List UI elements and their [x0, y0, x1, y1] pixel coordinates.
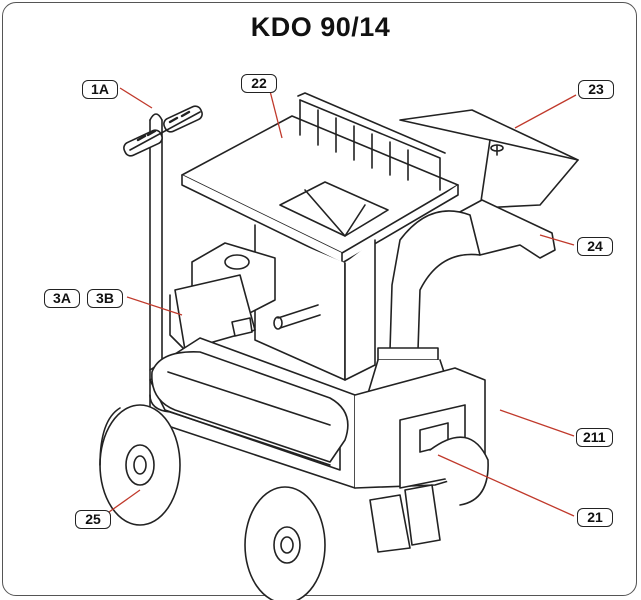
callout-1a: 1A	[82, 80, 118, 99]
callout-3a: 3A	[44, 289, 80, 308]
engine	[169, 242, 276, 351]
rear-left-wheel	[99, 404, 181, 526]
handle-bar	[123, 105, 203, 371]
callout-25: 25	[75, 510, 111, 529]
callout-21: 21	[577, 508, 613, 527]
callout-24: 24	[577, 237, 613, 256]
leader-lines	[101, 87, 577, 518]
hopper-body	[254, 224, 376, 381]
callout-3b: 3B	[87, 289, 123, 308]
back-right-wheel	[429, 436, 489, 506]
support-feet	[369, 484, 441, 553]
discharge-chute	[365, 109, 579, 406]
callout-23: 23	[578, 80, 614, 99]
belt-guard	[151, 351, 349, 463]
front-right-wheel	[244, 486, 326, 600]
callout-22: 22	[241, 74, 277, 93]
callout-211: 211	[576, 428, 613, 447]
main-hopper	[181, 92, 459, 264]
diagram-title: KDO 90/14	[250, 12, 391, 42]
